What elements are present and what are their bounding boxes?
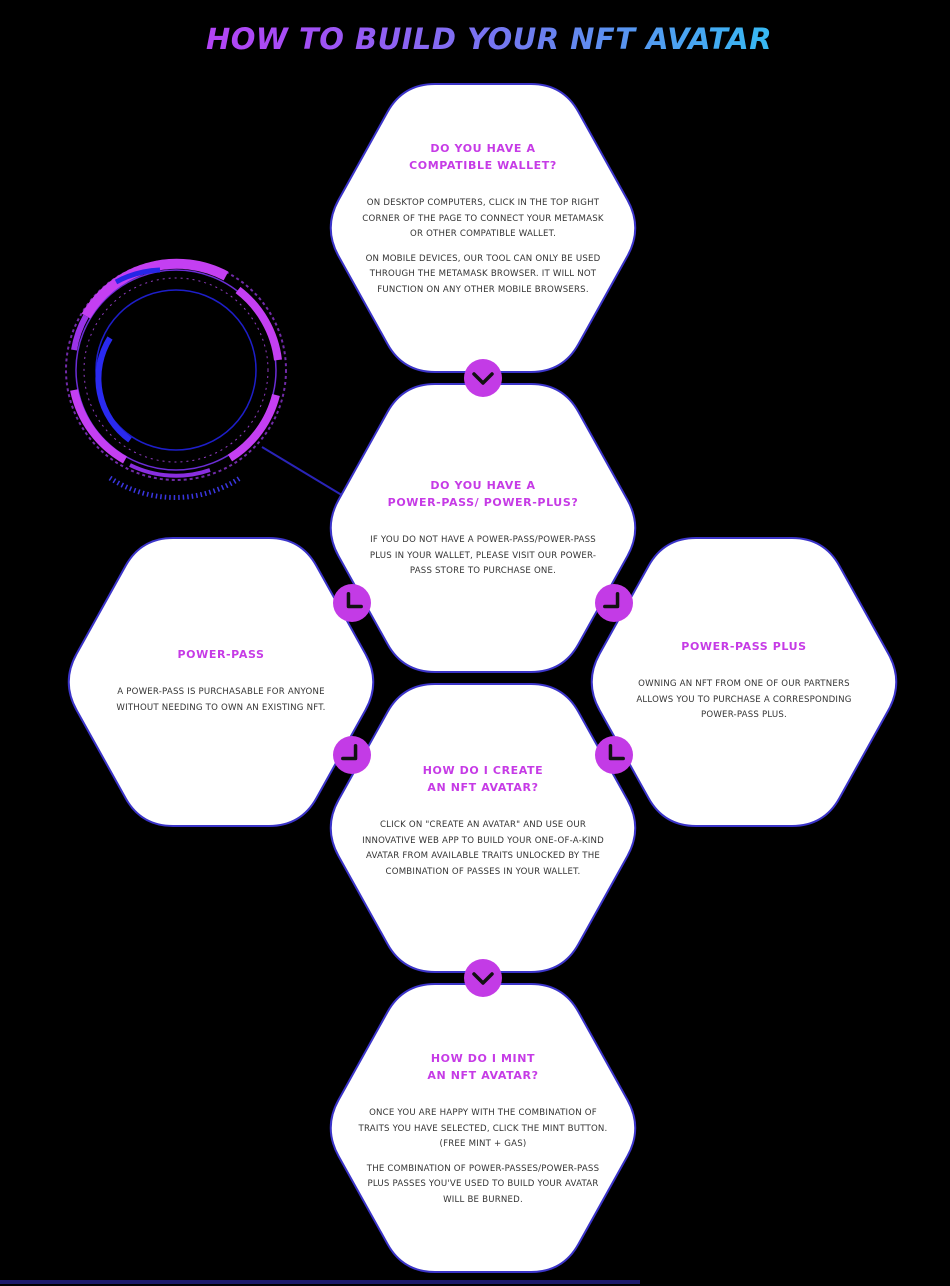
arrow-pass-to-powerpass: [333, 584, 371, 622]
step-title-line: POWER-PASS/ POWER-PLUS?: [387, 496, 579, 509]
step-title: POWER-PASS PLUS: [619, 638, 869, 655]
step-title-line: COMPATIBLE WALLET?: [409, 159, 557, 172]
step-description: ONCE YOU ARE HAPPY WITH THE COMBINATION …: [358, 1108, 608, 1149]
hexagon-create-avatar: [329, 683, 637, 973]
chevron-down-left-icon: [608, 744, 625, 761]
connector-badge: [333, 584, 371, 622]
step-title-line: AN NFT AVATAR?: [427, 781, 539, 794]
step-power-pass: POWER-PASS A POWER-PASS IS PURCHASABLE FO…: [96, 646, 346, 725]
step-title-line: DO YOU HAVE A: [430, 142, 536, 155]
step-description: A POWER-PASS IS PURCHASABLE FOR ANYONE W…: [116, 687, 326, 713]
hexagon-compatible-wallet: [329, 83, 637, 373]
step-description: CLICK ON "CREATE AN AVATAR" AND USE OUR …: [362, 820, 604, 877]
step-description: THE COMBINATION OF POWER-PASSES/POWER-PA…: [366, 1163, 600, 1205]
step-title: HOW DO I MINT AN NFT AVATAR?: [357, 1050, 609, 1084]
step-title-line: POWER-PASS PLUS: [681, 640, 807, 653]
chevron-down-icon: [472, 372, 494, 385]
chevron-down-right-icon: [341, 744, 358, 761]
connector-badge: [333, 736, 371, 774]
step-title-line: HOW DO I MINT: [430, 1052, 536, 1065]
step-title-line: AN NFT AVATAR?: [427, 1069, 539, 1082]
arrow-powerpass-to-create: [333, 736, 371, 774]
step-title: POWER-PASS: [96, 646, 346, 663]
step-description: IF YOU DO NOT HAVE A POWER-PASS/POWER-PA…: [369, 535, 597, 576]
step-description: ON DESKTOP COMPUTERS, CLICK IN THE TOP R…: [362, 198, 604, 239]
hexagon-power-pass: [67, 537, 375, 827]
hexagon-power-pass-question: [329, 383, 637, 673]
step-power-pass-question: DO YOU HAVE A POWER-PASS/ POWER-PLUS? IF Y…: [364, 477, 602, 589]
hexagon-power-pass-plus: [590, 537, 898, 827]
step-title-line: HOW DO I CREATE: [422, 764, 544, 777]
step-title: DO YOU HAVE A POWER-PASS/ POWER-PLUS?: [364, 477, 602, 511]
arrow-wallet-to-pass: [464, 359, 502, 397]
step-create-avatar: HOW DO I CREATE AN NFT AVATAR? CLICK ON "C…: [357, 762, 609, 889]
chevron-down-right-icon: [603, 592, 620, 609]
step-title-line: DO YOU HAVE A: [430, 479, 536, 492]
arrow-create-to-mint: [464, 959, 502, 997]
arrow-plus-to-create: [595, 736, 633, 774]
step-mint-avatar: HOW DO I MINT AN NFT AVATAR? ONCE YOU ARE …: [357, 1050, 609, 1217]
connector-badge: [595, 584, 633, 622]
chevron-down-icon: [472, 972, 494, 985]
connector-badge: [464, 959, 502, 997]
hud-ring-icon: [65, 258, 346, 501]
step-power-pass-plus: POWER-PASS PLUS OWNING AN NFT FROM ONE OF…: [619, 638, 869, 733]
arrow-pass-to-plus: [595, 584, 633, 622]
step-title: DO YOU HAVE A COMPATIBLE WALLET?: [357, 140, 609, 174]
step-description: OWNING AN NFT FROM ONE OF OUR PARTNERS A…: [636, 679, 852, 720]
page-title: HOW TO BUILD YOUR NFT AVATAR: [0, 22, 950, 56]
step-title-line: POWER-PASS: [177, 648, 265, 661]
chevron-down-left-icon: [346, 592, 363, 609]
connector-badge: [464, 359, 502, 397]
hexagon-mint-avatar: [329, 983, 637, 1273]
step-compatible-wallet: DO YOU HAVE A COMPATIBLE WALLET? ON DESKTO…: [357, 140, 609, 307]
step-description: ON MOBILE DEVICES, OUR TOOL CAN ONLY BE …: [365, 253, 601, 295]
bottom-divider: [0, 1280, 640, 1284]
connector-badge: [595, 736, 633, 774]
step-title: HOW DO I CREATE AN NFT AVATAR?: [357, 762, 609, 796]
